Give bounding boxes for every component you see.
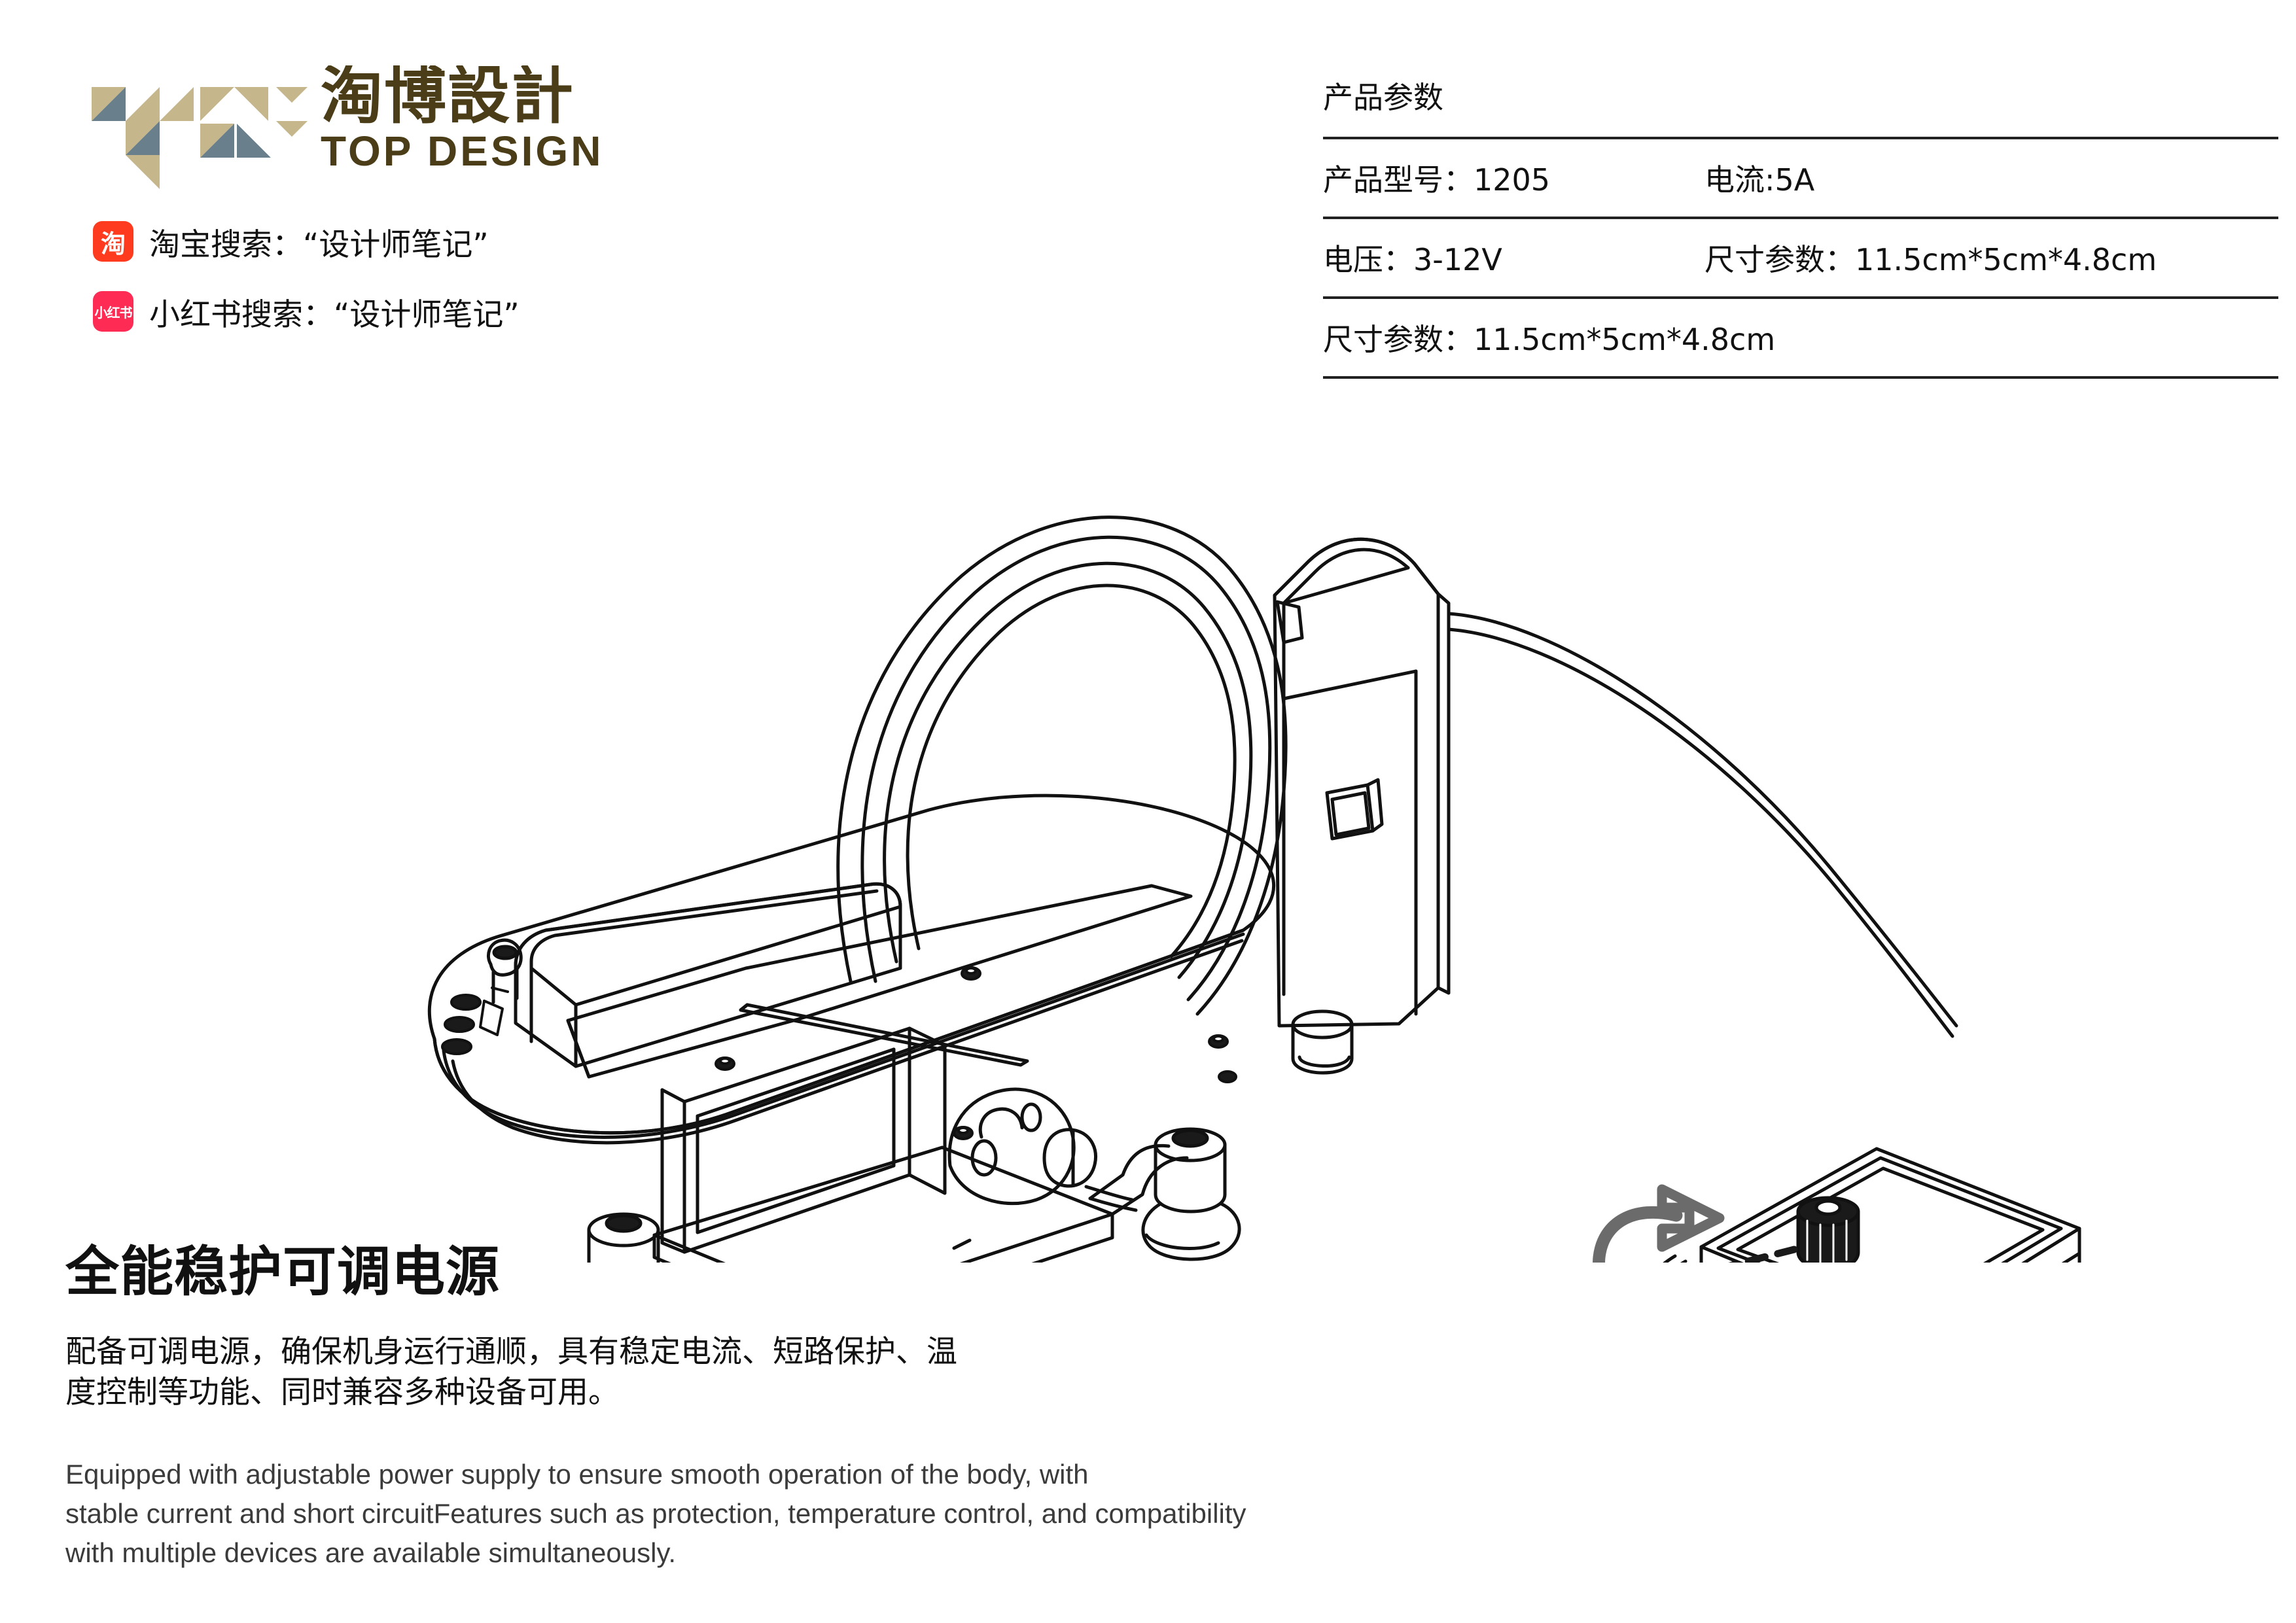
en-line: with multiple devices are available simu… <box>65 1537 677 1568</box>
en-line: stable current and short circuitFeatures… <box>65 1497 1246 1529</box>
spec-table-title: 产品参数 <box>1323 80 1443 115</box>
table-fasteners <box>441 986 509 1055</box>
blade-guard-arch <box>836 515 1304 1016</box>
motor-housing <box>1273 537 1451 1028</box>
en-line: Equipped with adjustable power supply to… <box>65 1459 1089 1490</box>
cn-line: 度控制等功能、同时兼容多种设备可用。 <box>65 1374 619 1411</box>
power-cable <box>1447 612 1958 1038</box>
social-row-taobao[interactable]: 淘 淘宝搜索：“设计师笔记” <box>93 216 489 267</box>
spec-row: 电压：3-12V 尺寸参数：11.5cm*5cm*4.8cm <box>1323 217 2278 296</box>
adjustable-power-supply <box>1663 1147 2081 1263</box>
spec-dimensions: 尺寸参数：11.5cm*5cm*4.8cm <box>1704 242 2157 277</box>
fence-knob <box>487 938 523 1004</box>
spec-dimensions-repeat: 尺寸参数：11.5cm*5cm*4.8cm <box>1323 322 1776 357</box>
blade-slot <box>739 1003 1029 1067</box>
social-row-xiaohongshu[interactable]: 小红书 小红书搜索：“设计师笔记” <box>93 286 520 337</box>
base-outrigger <box>1088 1143 1189 1216</box>
tilt-hinge <box>947 1087 1138 1212</box>
table-surface-panel <box>566 884 1193 1079</box>
rocker-switch <box>1325 778 1384 841</box>
logo-english-wordmark: TOP DESIGN <box>321 128 604 175</box>
base-frame <box>652 1026 1114 1263</box>
feature-cn-body: 配备可调电源，确保机身运行通顺，具有稳定电流、短路保护、温 度控制等功能、同时兼… <box>65 1332 1505 1413</box>
spec-model: 产品型号：1205 <box>1323 162 1551 198</box>
taobao-search-label: 淘宝搜索：“设计师笔记” <box>149 226 489 263</box>
knob-pointer-dash <box>1728 1246 1798 1263</box>
feature-en-body: Equipped with adjustable power supply to… <box>65 1455 1505 1572</box>
feature-headline: 全能稳护可调电源 <box>65 1241 501 1303</box>
product-line-illustration <box>427 515 2081 1263</box>
logo-chinese-wordmark: 淘博設計 <box>321 65 575 132</box>
rotation-arrow-icon <box>1593 1184 1725 1263</box>
product-spec-table: 产品参数 产品型号：1205 电流:5A 电压：3-12V 尺寸参数：11.5c… <box>1323 69 2278 379</box>
table-bolts <box>715 966 1237 1140</box>
work-table <box>427 794 1276 1145</box>
rubber-feet <box>587 1009 1354 1263</box>
feature-copy-block: 全能稳护可调电源 配备可调电源，确保机身运行通顺，具有稳定电流、短路保护、温 度… <box>65 1241 1505 1572</box>
adjust-knob <box>1796 1196 1860 1263</box>
cn-line: 配备可调电源，确保机身运行通顺，具有稳定电流、短路保护、温 <box>65 1334 957 1370</box>
brand-logo: 淘博設計 TOP DESIGN <box>92 65 667 200</box>
spec-row: 尺寸参数：11.5cm*5cm*4.8cm <box>1323 296 2278 379</box>
xiaohongshu-icon: 小红书 <box>93 291 133 332</box>
xiaohongshu-search-label: 小红书搜索：“设计师笔记” <box>149 296 520 333</box>
taobao-icon: 淘 <box>93 221 133 262</box>
spec-current: 电流:5A <box>1704 162 1815 198</box>
spec-voltage: 电压：3-12V <box>1323 242 1502 277</box>
spec-row: 产品型号：1205 电流:5A <box>1323 137 2278 217</box>
tangram-logo-icon <box>92 87 308 189</box>
